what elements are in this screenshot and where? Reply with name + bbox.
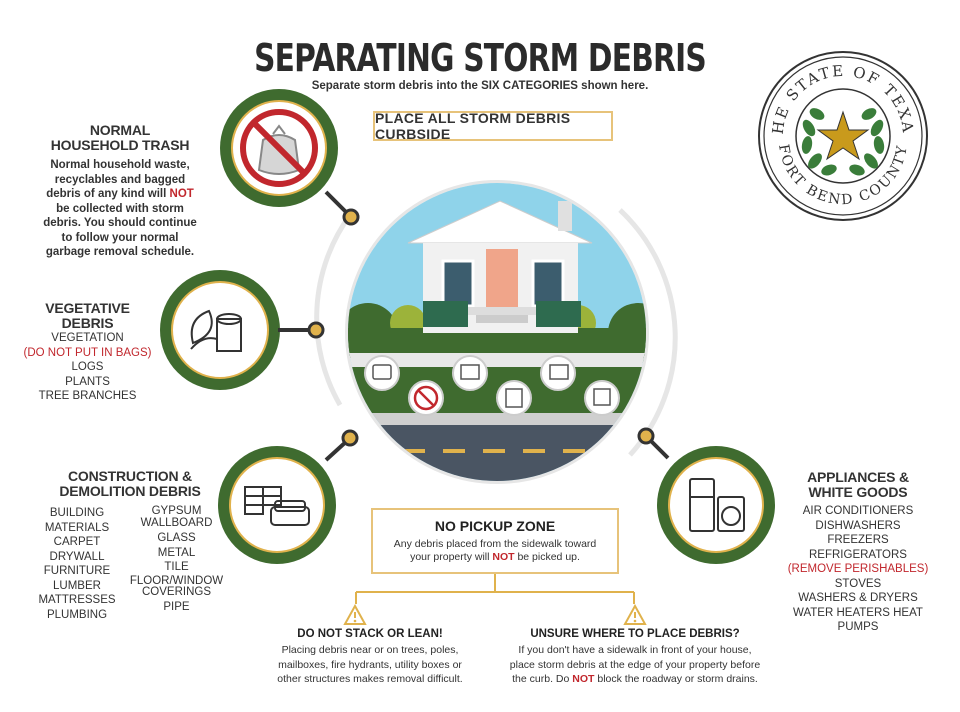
no-pickup-text: Any debris placed from the sidewalk towa…	[379, 538, 611, 564]
household-text: debris of any kind will	[46, 188, 170, 200]
list-item: PLUMBING	[46, 608, 108, 621]
household-text: to follow your normal	[61, 231, 179, 244]
list-item: DISHWASHERS	[815, 519, 901, 532]
no-pickup-line: be picked up.	[514, 551, 580, 563]
appliances-connector	[637, 427, 670, 460]
vegetative-section: VEGETATIVE DEBRIS VEGETATION (DO NOT PUT…	[20, 301, 155, 404]
household-text: garbage removal schedule.	[45, 246, 195, 258]
warning-icon	[343, 604, 367, 625]
household-title: NORMAL HOUSEHOLD TRASH	[30, 123, 210, 153]
list-item-warning: (DO NOT PUT IN BAGS)	[23, 346, 152, 359]
construction-col1: BUILDING MATERIALS CARPET DRYWALL FURNIT…	[32, 506, 122, 622]
list-item: WATER HEATERS HEAT	[793, 606, 923, 619]
list-item-warning: (REMOVE PERISHABLES)	[787, 563, 929, 575]
do-not-stack-section: DO NOT STACK OR LEAN! Placing debris nea…	[240, 628, 500, 687]
county-seal: THE STATE OF TEXAS FORT BEND COUNTY	[751, 36, 929, 222]
construction-debris-badge	[218, 446, 336, 564]
vegetative-connector	[278, 321, 325, 339]
list-item: WALLBOARD	[140, 516, 213, 529]
no-pickup-line: your property will	[410, 551, 493, 563]
unsure-line: the curb. Do	[512, 673, 573, 685]
do-not-stack-line: Placing debris near or on trees, poles,	[281, 644, 459, 656]
appliances-badge	[657, 446, 775, 564]
vegetative-debris-badge	[160, 270, 280, 390]
household-trash-badge	[220, 89, 338, 207]
list-item: METAL	[157, 546, 196, 559]
list-item: LOGS	[71, 361, 104, 373]
list-item: PUMPS	[837, 621, 879, 633]
list-item: TREE BRANCHES	[38, 390, 137, 402]
list-item: CARPET	[53, 536, 101, 548]
list-item: VEGETATION	[51, 332, 124, 344]
warning-icon	[623, 604, 647, 625]
household-text: be collected with storm	[56, 202, 184, 215]
page-title: SEPARATING STORM DEBRIS	[254, 36, 707, 80]
list-item: BUILDING	[49, 507, 105, 519]
list-item: AIR CONDITIONERS	[802, 505, 914, 517]
unsure-title: UNSURE WHERE TO PLACE DEBRIS?	[530, 628, 740, 640]
unsure-line: If you don't have a sidewalk in front of…	[518, 644, 752, 656]
appliances-list: AIR CONDITIONERS DISHWASHERS FREEZERS RE…	[778, 504, 938, 635]
bracket-connector	[355, 574, 635, 604]
list-item: FREEZERS	[827, 534, 889, 546]
appliances-title-line2: WHITE GOODS	[808, 484, 908, 500]
list-item: GLASS	[157, 532, 196, 544]
household-title-line1: NORMAL	[89, 122, 151, 138]
unsure-line: block the roadway or storm drains.	[594, 673, 758, 685]
list-item: PLANTS	[65, 375, 110, 388]
list-item: WASHERS & DRYERS	[798, 592, 918, 604]
list-item: STOVES	[834, 577, 882, 590]
household-text: recyclables and bagged	[54, 173, 186, 186]
list-item: DRYWALL	[49, 550, 105, 563]
construction-title-line1: CONSTRUCTION &	[68, 468, 192, 484]
list-item: FURNITURE	[43, 565, 111, 577]
do-not-stack-title: DO NOT STACK OR LEAN!	[297, 628, 443, 640]
household-text: Normal household waste,	[50, 159, 190, 171]
list-item: MATERIALS	[44, 521, 110, 534]
household-text: debris. You should continue	[43, 217, 197, 229]
household-text-emphasis: NOT	[169, 188, 194, 200]
list-item: GYPSUM	[151, 505, 202, 517]
construction-section: CONSTRUCTION & DEMOLITION DEBRIS	[40, 469, 220, 499]
list-item: FLOOR/WINDOW	[129, 574, 224, 587]
construction-connector	[324, 429, 359, 462]
leaves-and-log-icon	[190, 309, 242, 352]
no-trash-bag-icon	[240, 109, 318, 187]
unsure-section: UNSURE WHERE TO PLACE DEBRIS? If you don…	[490, 628, 780, 687]
house-scene	[345, 180, 649, 484]
bricks-and-sofa-icon	[244, 486, 310, 526]
unsure-emphasis: NOT	[572, 673, 595, 685]
list-item: PIPE	[163, 600, 190, 613]
curbside-banner: PLACE ALL STORM DEBRIS CURBSIDE	[373, 110, 613, 142]
no-pickup-emphasis: NOT	[492, 551, 515, 563]
appliances-title-line1: APPLIANCES &	[807, 469, 909, 485]
do-not-stack-line: other structures makes removal difficult…	[277, 673, 463, 685]
fridge-and-washer-icon	[689, 478, 745, 532]
no-pickup-zone-box: NO PICKUP ZONE Any debris placed from th…	[371, 508, 619, 574]
vegetative-title-line2: DEBRIS	[61, 315, 114, 331]
vegetative-list: VEGETATION (DO NOT PUT IN BAGS) LOGS PLA…	[20, 331, 155, 404]
household-connector	[324, 190, 360, 226]
list-item: TILE	[164, 561, 189, 573]
construction-col2: GYPSUM WALLBOARD GLASS METAL TILE FLOOR/…	[124, 505, 229, 613]
construction-title-line2: DEMOLITION DEBRIS	[59, 483, 201, 499]
unsure-line: place storm debris at the edge of your p…	[509, 658, 761, 671]
appliances-section: APPLIANCES & WHITE GOODS AIR CONDITIONER…	[778, 470, 938, 635]
no-pickup-title: NO PICKUP ZONE	[434, 518, 556, 534]
list-item: LUMBER	[53, 579, 101, 592]
list-item: COVERINGS	[141, 586, 211, 598]
list-item: MATTRESSES	[38, 594, 116, 606]
household-title-line2: HOUSEHOLD TRASH	[50, 137, 190, 153]
central-ring	[314, 208, 678, 457]
list-item: REFRIGERATORS	[809, 548, 907, 561]
do-not-stack-line: mailboxes, fire hydrants, utility boxes …	[278, 658, 462, 671]
page-subtitle: Separate storm debris into the SIX CATEG…	[311, 80, 649, 92]
no-pickup-line: Any debris placed from the sidewalk towa…	[393, 538, 597, 550]
vegetative-title-line1: VEGETATIVE	[45, 300, 130, 316]
household-trash-section: NORMAL HOUSEHOLD TRASH Normal household …	[30, 123, 210, 260]
household-description: Normal household waste, recyclables and …	[30, 158, 210, 260]
